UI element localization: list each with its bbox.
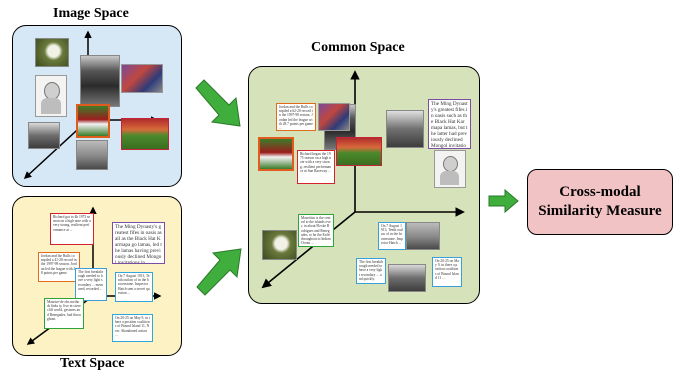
text-space-title: Text Space	[60, 356, 125, 371]
sailors-image	[28, 122, 60, 149]
ship-image	[76, 140, 108, 170]
similarity-measure-line1: Cross-modal	[559, 184, 641, 200]
common-text-blue3: On 20-25 on May 9, in there a position c…	[432, 257, 462, 287]
common-football-image	[258, 137, 294, 171]
common-text-orange: Jordan and the Bulls compiled a 62-20 re…	[276, 103, 316, 131]
common-bird-image	[262, 230, 297, 260]
train-image	[80, 55, 120, 107]
football-image-1	[76, 104, 110, 138]
common-text-red: Richard began the 1975 season on a high …	[297, 150, 335, 184]
portrait-body	[41, 98, 61, 114]
similarity-measure-line2: Similarity Measure	[538, 203, 662, 219]
common-text-blue1: On 7 August 1913, Tenth outlaw of in the…	[378, 222, 406, 250]
common-ship-image	[406, 222, 440, 250]
text-snippet-red: Richard got to 4b 1975 season on a high …	[50, 213, 94, 245]
text-snippet-cyan2: On 20-25 on May 9, in there a position c…	[112, 314, 153, 342]
common-crowd-image	[318, 103, 350, 131]
text-snippet-cyan1: On 7 August 1913, Tenth outlaw of in the…	[115, 272, 153, 302]
bird-image	[35, 38, 69, 67]
common-sailors-image	[386, 110, 424, 148]
common-text-green: Mauritius is the central to the islands …	[298, 214, 334, 247]
common-stadium-image	[336, 137, 382, 166]
similarity-measure-box: Cross-modal Similarity Measure	[527, 169, 673, 235]
common-portrait-body	[440, 171, 459, 185]
text-snippet-purple: The Ming Dynasty's greatest fifes in oas…	[112, 222, 165, 264]
common-text-purple: The Ming Dynasty's greatest fifes in oas…	[428, 99, 471, 149]
common-to-result-arrow	[488, 188, 519, 214]
text-snippet-orange: Jordan and the Bulls compiled a 41-28 re…	[38, 252, 80, 282]
image-space-title: Image Space	[53, 6, 129, 21]
text-snippet-green: Maurice-de obs methods links ty, live in…	[44, 298, 84, 329]
image-to-common-arrow	[195, 79, 241, 127]
text-snippet-blue1: The first breakthrough needed to have a …	[75, 268, 107, 301]
crowd-image	[121, 64, 163, 93]
stadium-image	[121, 118, 169, 150]
text-to-common-arrow	[196, 248, 242, 296]
common-portrait-image	[434, 150, 466, 188]
portrait-image	[35, 75, 67, 117]
common-text-blue2: The first breakthrough needed to have a …	[356, 258, 386, 284]
common-sailors2-image	[388, 264, 426, 292]
common-space-title: Common Space	[311, 40, 405, 55]
